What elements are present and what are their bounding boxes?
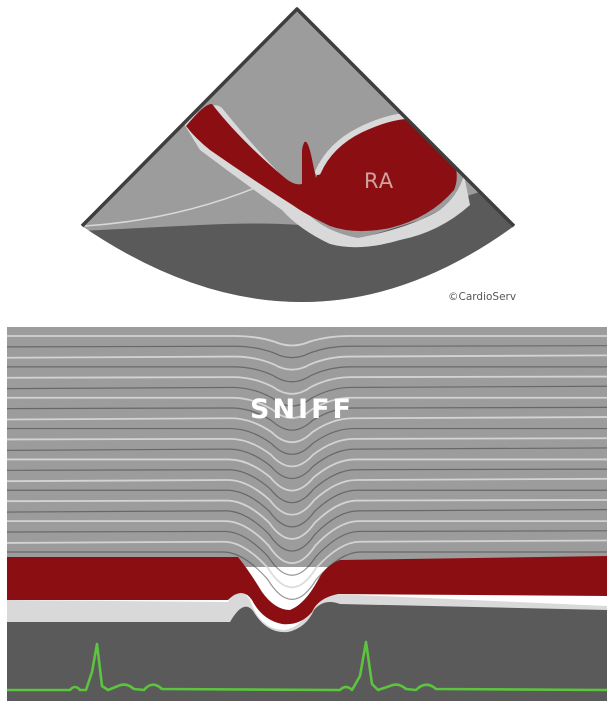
tissue-layer-line (7, 499, 607, 540)
sector-outline (80, 7, 516, 228)
tissue-layer-line (7, 366, 607, 383)
ecg-trace (7, 640, 607, 692)
tissue-layer-line (7, 375, 607, 395)
maneuver-label-sniff: SNIFF (250, 394, 354, 425)
chamber-label-ra: RA (364, 169, 394, 193)
m-mode-strip (7, 327, 607, 701)
tissue-layer-line (7, 468, 607, 504)
tissue-layer-line (7, 416, 607, 444)
m-mode-tissue-lines (7, 335, 607, 600)
tissue-layer-line (7, 539, 607, 588)
tissue-interface-line (84, 187, 256, 227)
tissue-layer-line (7, 509, 607, 552)
tissue-layer-line (7, 345, 607, 359)
tissue-layer-line (7, 385, 607, 407)
tissue-layer-line (7, 354, 607, 371)
tissue-layer-line (7, 551, 607, 600)
tissue-layer-line (7, 458, 607, 492)
copyright-label: ©CardioServ (448, 291, 516, 303)
valve-band (315, 113, 408, 175)
tissue-layer-line (7, 437, 607, 468)
tissue-layer-line (7, 530, 607, 576)
m-mode-far-field (7, 602, 607, 701)
tissue-layer-line (7, 396, 607, 419)
tissue-layer-line (7, 406, 607, 431)
tissue-layer-line (7, 489, 607, 528)
tissue-layer-line (7, 427, 607, 455)
tissue-layer-line (7, 477, 607, 516)
tissue-layer-line (7, 520, 607, 564)
tissue-layer-line (7, 447, 607, 480)
m-mode-ivc-blood (7, 556, 607, 625)
tissue-layer-line (7, 335, 607, 347)
subcostal-echo-sector (80, 7, 516, 302)
